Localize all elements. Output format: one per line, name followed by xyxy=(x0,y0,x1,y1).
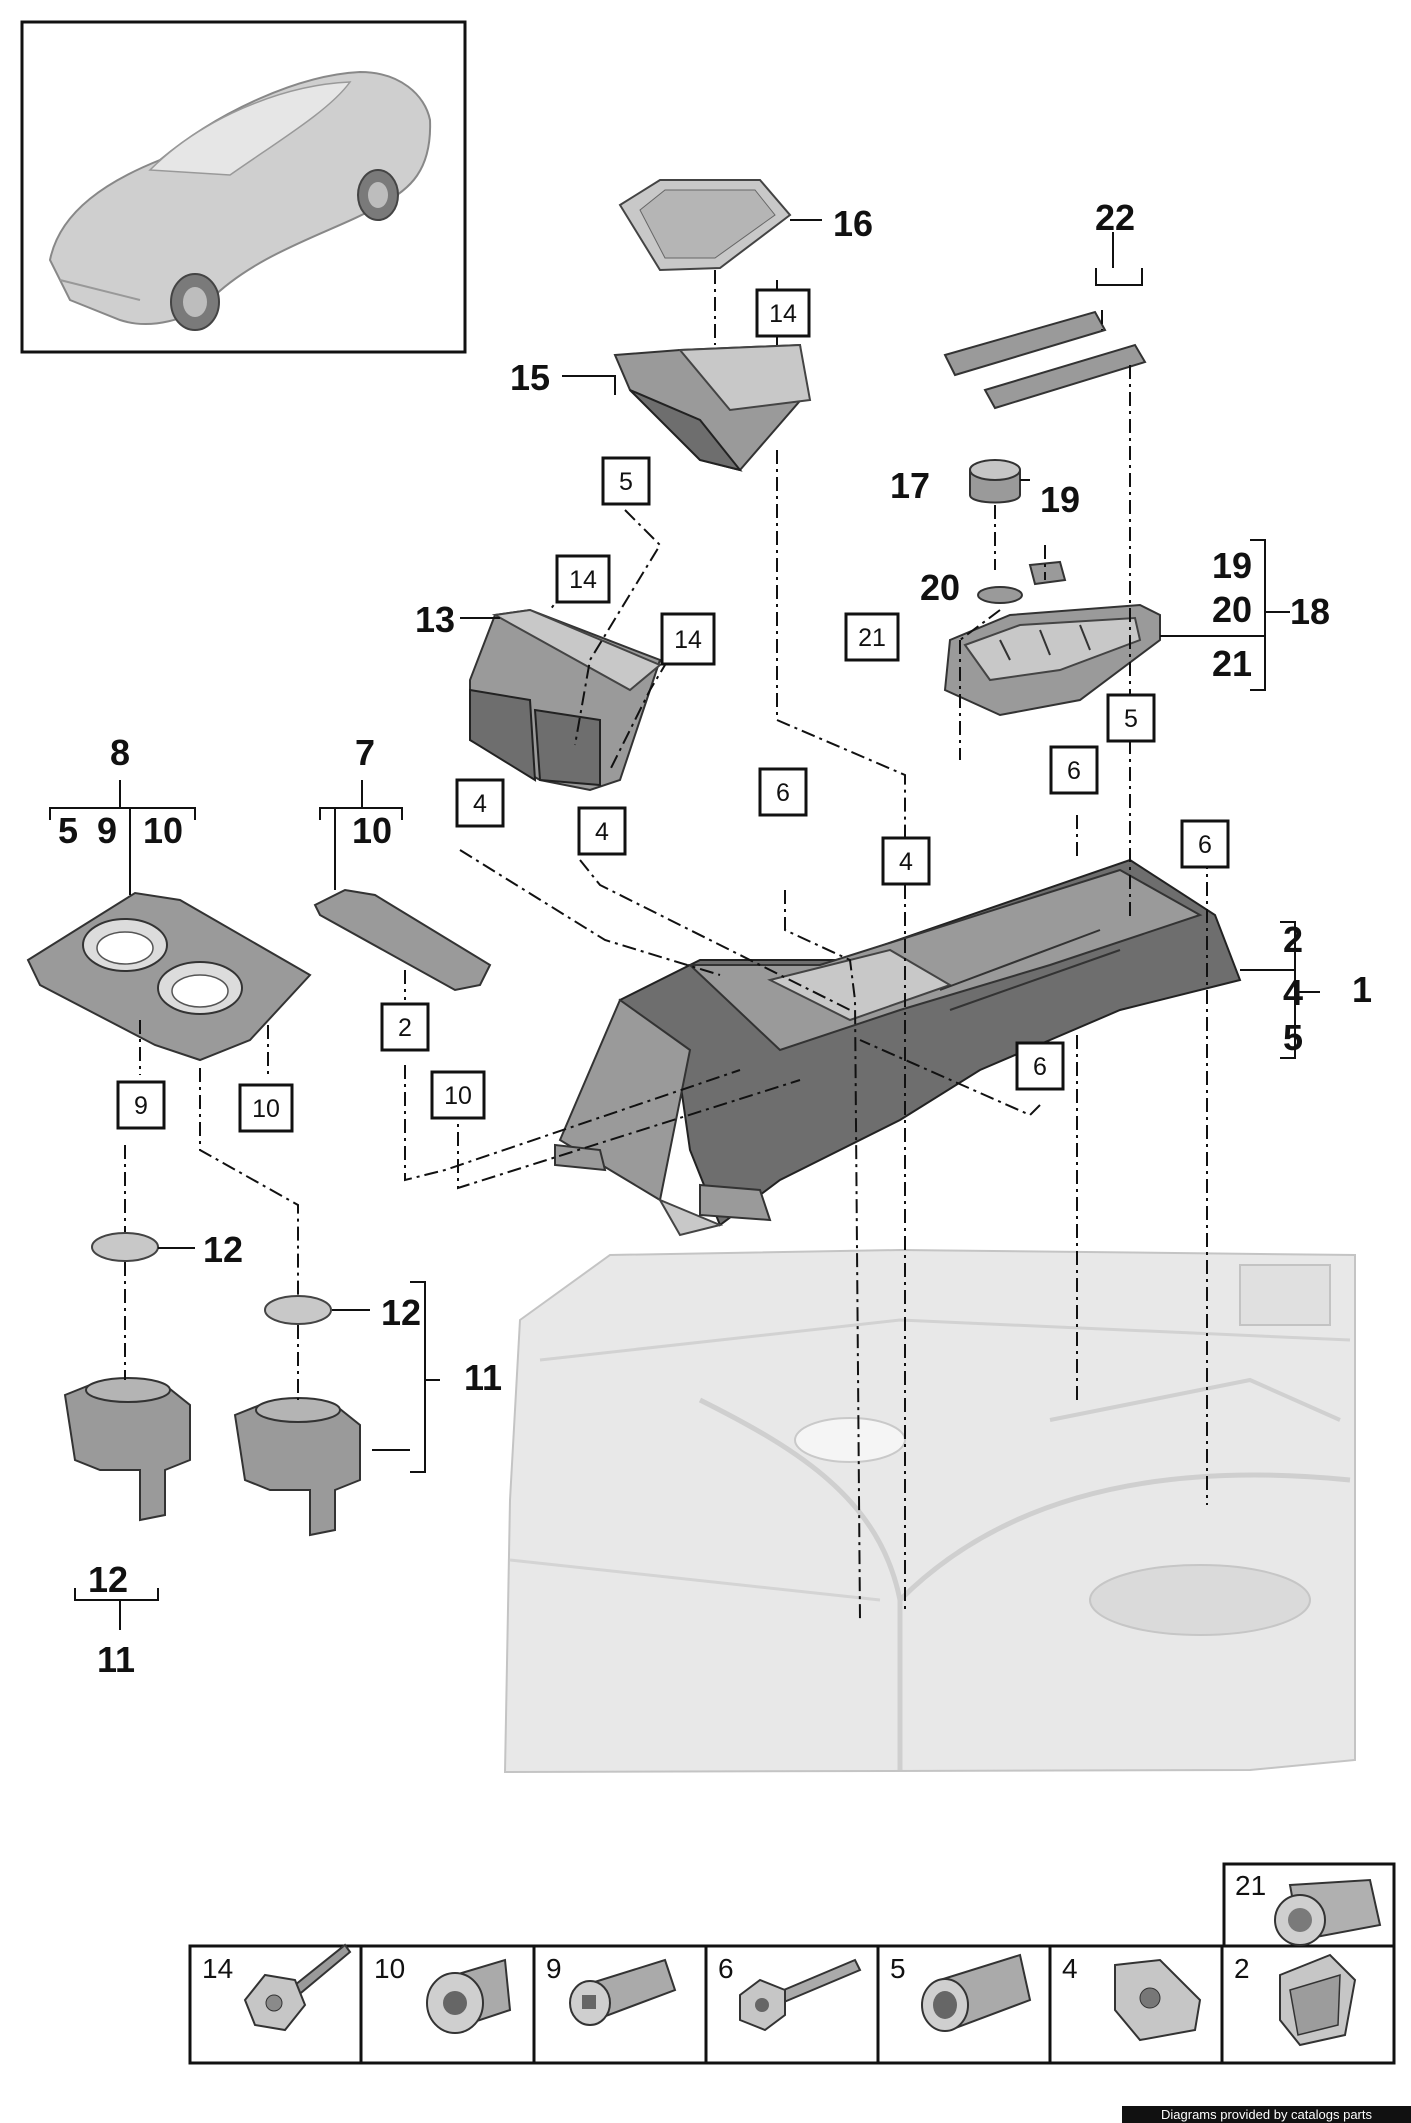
mat-insert xyxy=(618,179,792,272)
ref-box-5: 5 xyxy=(601,456,651,506)
callout-11: 11 xyxy=(464,1357,502,1398)
ref-box-14: 14 xyxy=(755,288,811,338)
callout-1: 1 xyxy=(1352,969,1372,1010)
air-vent-housing xyxy=(469,608,662,792)
callout-18: 18 xyxy=(1290,591,1330,632)
vehicle-overview-inset xyxy=(20,20,467,354)
svg-text:4: 4 xyxy=(473,790,487,818)
callout-5: 5 xyxy=(1283,1017,1303,1058)
callout-2: 2 xyxy=(1283,919,1303,960)
storage-tray xyxy=(613,343,812,472)
callout-12: 12 xyxy=(381,1292,421,1333)
grommet-icon xyxy=(1274,1878,1382,1946)
svg-text:10: 10 xyxy=(252,1095,280,1123)
svg-text:6: 6 xyxy=(1033,1053,1047,1081)
svg-text:2: 2 xyxy=(398,1014,412,1042)
spreader-nut-icon xyxy=(569,1958,677,2026)
expansion-nut-icon xyxy=(921,1953,1032,2032)
callout-12: 12 xyxy=(203,1229,243,1270)
legend-label-5: 5 xyxy=(890,1953,906,1984)
legend-label-2: 2 xyxy=(1234,1953,1250,1984)
callout-13: 13 xyxy=(415,599,455,640)
callout-11: 11 xyxy=(97,1639,135,1680)
svg-text:21: 21 xyxy=(858,624,886,652)
cup-holder-trim xyxy=(26,891,312,1062)
car-image xyxy=(48,70,432,331)
ref-box-2: 2 xyxy=(380,1002,430,1052)
callout-8: 8 xyxy=(110,732,130,773)
callout-20: 20 xyxy=(1212,589,1252,630)
svg-text:6: 6 xyxy=(1198,831,1212,859)
fastener-legend: 21 14 10 9 6 5 4 2 xyxy=(188,1862,1396,2065)
callout-10: 10 xyxy=(352,810,392,851)
callout-7: 7 xyxy=(355,732,375,773)
svg-text:9: 9 xyxy=(134,1092,148,1120)
callout-15: 15 xyxy=(510,357,550,398)
svg-text:6: 6 xyxy=(1067,757,1081,785)
svg-text:5: 5 xyxy=(619,468,633,496)
ref-box-21: 21 xyxy=(844,612,900,662)
ref-box-9: 9 xyxy=(116,1080,166,1130)
fastener-reference-boxes: 14 5 14 14 21 5 4 4 6 6 6 4 6 2 10 9 10 xyxy=(116,288,1230,1133)
clip-nut-icon xyxy=(1114,1958,1202,2042)
ref-box-4: 4 xyxy=(577,806,627,856)
svg-text:5: 5 xyxy=(1124,705,1138,733)
legend-label-4: 4 xyxy=(1062,1953,1078,1984)
hex-bolt-icon xyxy=(739,1958,862,2032)
screw-washer-icon xyxy=(243,1943,352,2032)
callout-16: 16 xyxy=(833,203,873,244)
vehicle-floor-pan xyxy=(503,1248,1356,1774)
ref-box-4: 4 xyxy=(455,778,505,828)
ref-box-10: 10 xyxy=(430,1070,486,1120)
ref-box-6: 6 xyxy=(1049,745,1099,795)
strip-pieces xyxy=(943,310,1147,410)
callout-9: 9 xyxy=(97,810,117,851)
svg-text:6: 6 xyxy=(776,779,790,807)
ref-box-6: 6 xyxy=(1015,1041,1065,1091)
svg-text:4: 4 xyxy=(899,848,913,876)
rear-storage-unit xyxy=(943,603,1161,717)
legend-label-9: 9 xyxy=(546,1953,562,1984)
callout-22: 22 xyxy=(1095,197,1135,238)
ref-box-14: 14 xyxy=(555,554,611,604)
svg-text:10: 10 xyxy=(444,1082,472,1110)
callout-20: 20 xyxy=(920,567,960,608)
legend-label-6: 6 xyxy=(718,1953,734,1984)
callout-19: 19 xyxy=(1040,479,1080,520)
callout-21: 21 xyxy=(1212,643,1252,684)
callout-4: 4 xyxy=(1283,972,1303,1013)
cup-holder-inserts xyxy=(63,1377,361,1537)
footer-credit: Diagrams provided by catalogs parts xyxy=(1122,2106,1411,2123)
ref-box-4: 4 xyxy=(881,836,931,886)
legend-label-14: 14 xyxy=(202,1953,233,1984)
ref-box-5: 5 xyxy=(1106,693,1156,743)
legend-label-10: 10 xyxy=(374,1953,405,1984)
cup-holder-pads xyxy=(91,1232,332,1325)
ref-box-10: 10 xyxy=(238,1083,294,1133)
callout-5: 5 xyxy=(58,810,78,851)
svg-text:14: 14 xyxy=(769,300,797,328)
center-console-body xyxy=(554,858,1242,1237)
ref-box-6: 6 xyxy=(1180,819,1230,869)
callout-17: 17 xyxy=(890,465,930,506)
callout-19: 19 xyxy=(1212,545,1252,586)
legend-label-21: 21 xyxy=(1235,1870,1266,1901)
ref-box-6: 6 xyxy=(758,767,808,817)
callout-10: 10 xyxy=(143,810,183,851)
svg-text:14: 14 xyxy=(569,566,597,594)
clamp-icon xyxy=(1279,1953,1357,2047)
svg-text:4: 4 xyxy=(595,818,609,846)
ref-box-14: 14 xyxy=(660,612,716,666)
flange-nut-icon xyxy=(426,1958,512,2034)
callout-12: 12 xyxy=(88,1559,128,1600)
parts-17-19-20 xyxy=(969,459,1067,604)
svg-text:14: 14 xyxy=(674,626,702,654)
trim-strip xyxy=(313,888,492,992)
